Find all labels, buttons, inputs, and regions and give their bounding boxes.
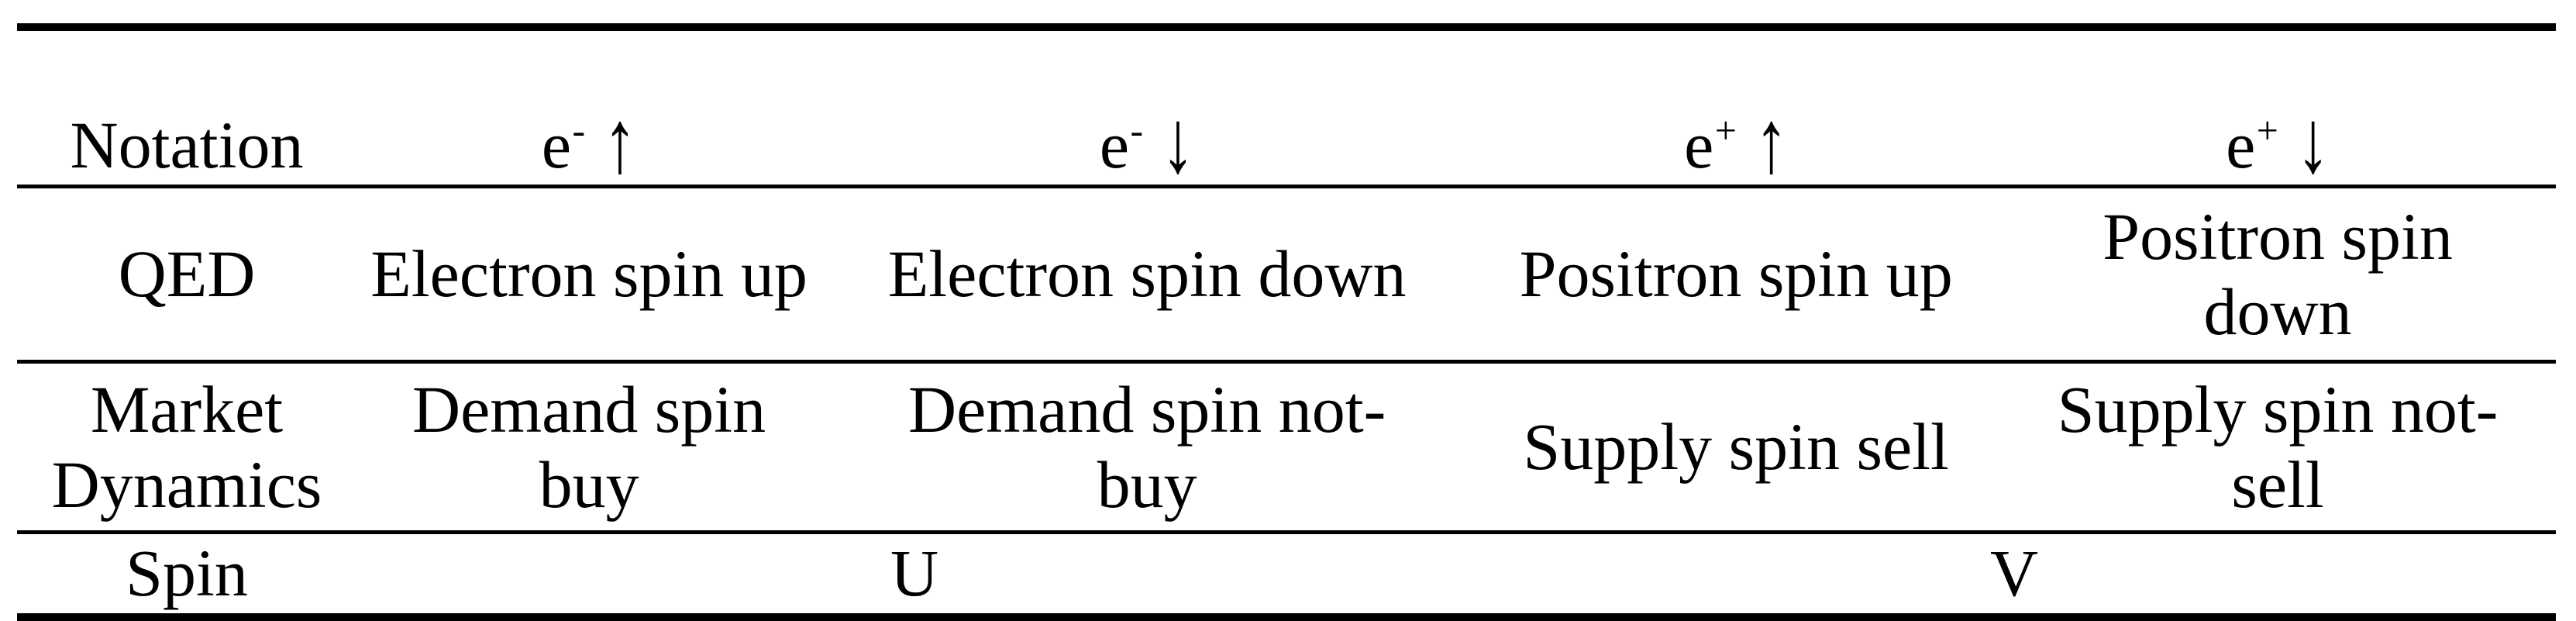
cell-spinor-v: V	[1990, 536, 2039, 611]
cell-demand-spin-buy: Demand spin buy	[356, 361, 822, 535]
positron-symbol: e	[1684, 108, 1714, 183]
header-cell-positron-spin-up: e+ ↑	[1472, 27, 2000, 191]
spin-down-arrow-icon: ↓	[1161, 91, 1195, 192]
negative-charge-superscript: -	[572, 109, 586, 153]
cell-electron-spin-up: Electron spin up	[356, 186, 822, 364]
spin-up-arrow-icon: ↑	[1755, 91, 1789, 192]
header-cell-positron-spin-down: e+ ↓	[1999, 27, 2556, 191]
electron-symbol: e	[541, 108, 571, 183]
cell-supply-spin-not-sell: Supply spin not- sell	[1999, 361, 2556, 535]
electron-symbol: e	[1099, 108, 1130, 183]
row-label-market-dynamics: Market Dynamics	[17, 361, 356, 535]
header-cell-electron-spin-up: e-↑	[356, 27, 822, 191]
row-label-qed: QED	[17, 186, 356, 364]
cell-electron-spin-down: Electron spin down	[821, 186, 1473, 364]
cell-positron-spin-up: Positron spin up	[1472, 186, 2000, 364]
cell-positron-spin-down: Positron spin down	[1999, 186, 2556, 364]
header-cell-electron-spin-down: e-↓	[821, 27, 1473, 191]
spin-up-arrow-icon: ↑	[603, 91, 637, 192]
row-label-spin: Spin	[126, 536, 248, 611]
qed-row: QED Electron spin up Electron spin down …	[17, 186, 2556, 364]
cell-demand-spin-not-buy: Demand spin not- buy	[821, 361, 1473, 535]
spin-down-arrow-icon: ↓	[2296, 91, 2330, 192]
header-row: Notation e-↑ e-↓ e+↑ e+↓	[17, 27, 2556, 191]
positive-charge-superscript: +	[2256, 109, 2278, 153]
market-dynamics-row: Market Dynamics Demand spin buy Demand s…	[17, 361, 2556, 535]
positive-charge-superscript: +	[1714, 109, 1737, 153]
cell-spinor-u: U	[890, 536, 939, 611]
header-cell-notation: Notation	[17, 27, 356, 189]
notation-label: Notation	[70, 108, 304, 183]
paper-table-figure: Notation e-↑ e-↓ e+↑ e+↓ QED Electron sp…	[17, 23, 2556, 621]
positron-symbol: e	[2226, 108, 2256, 183]
notation-table: Notation e-↑ e-↓ e+↑ e+↓ QED Electron sp…	[17, 23, 2556, 621]
cell-supply-spin-sell: Supply spin sell	[1472, 361, 2000, 535]
spin-row: Spin U V	[17, 533, 2556, 617]
negative-charge-superscript: -	[1130, 109, 1144, 153]
